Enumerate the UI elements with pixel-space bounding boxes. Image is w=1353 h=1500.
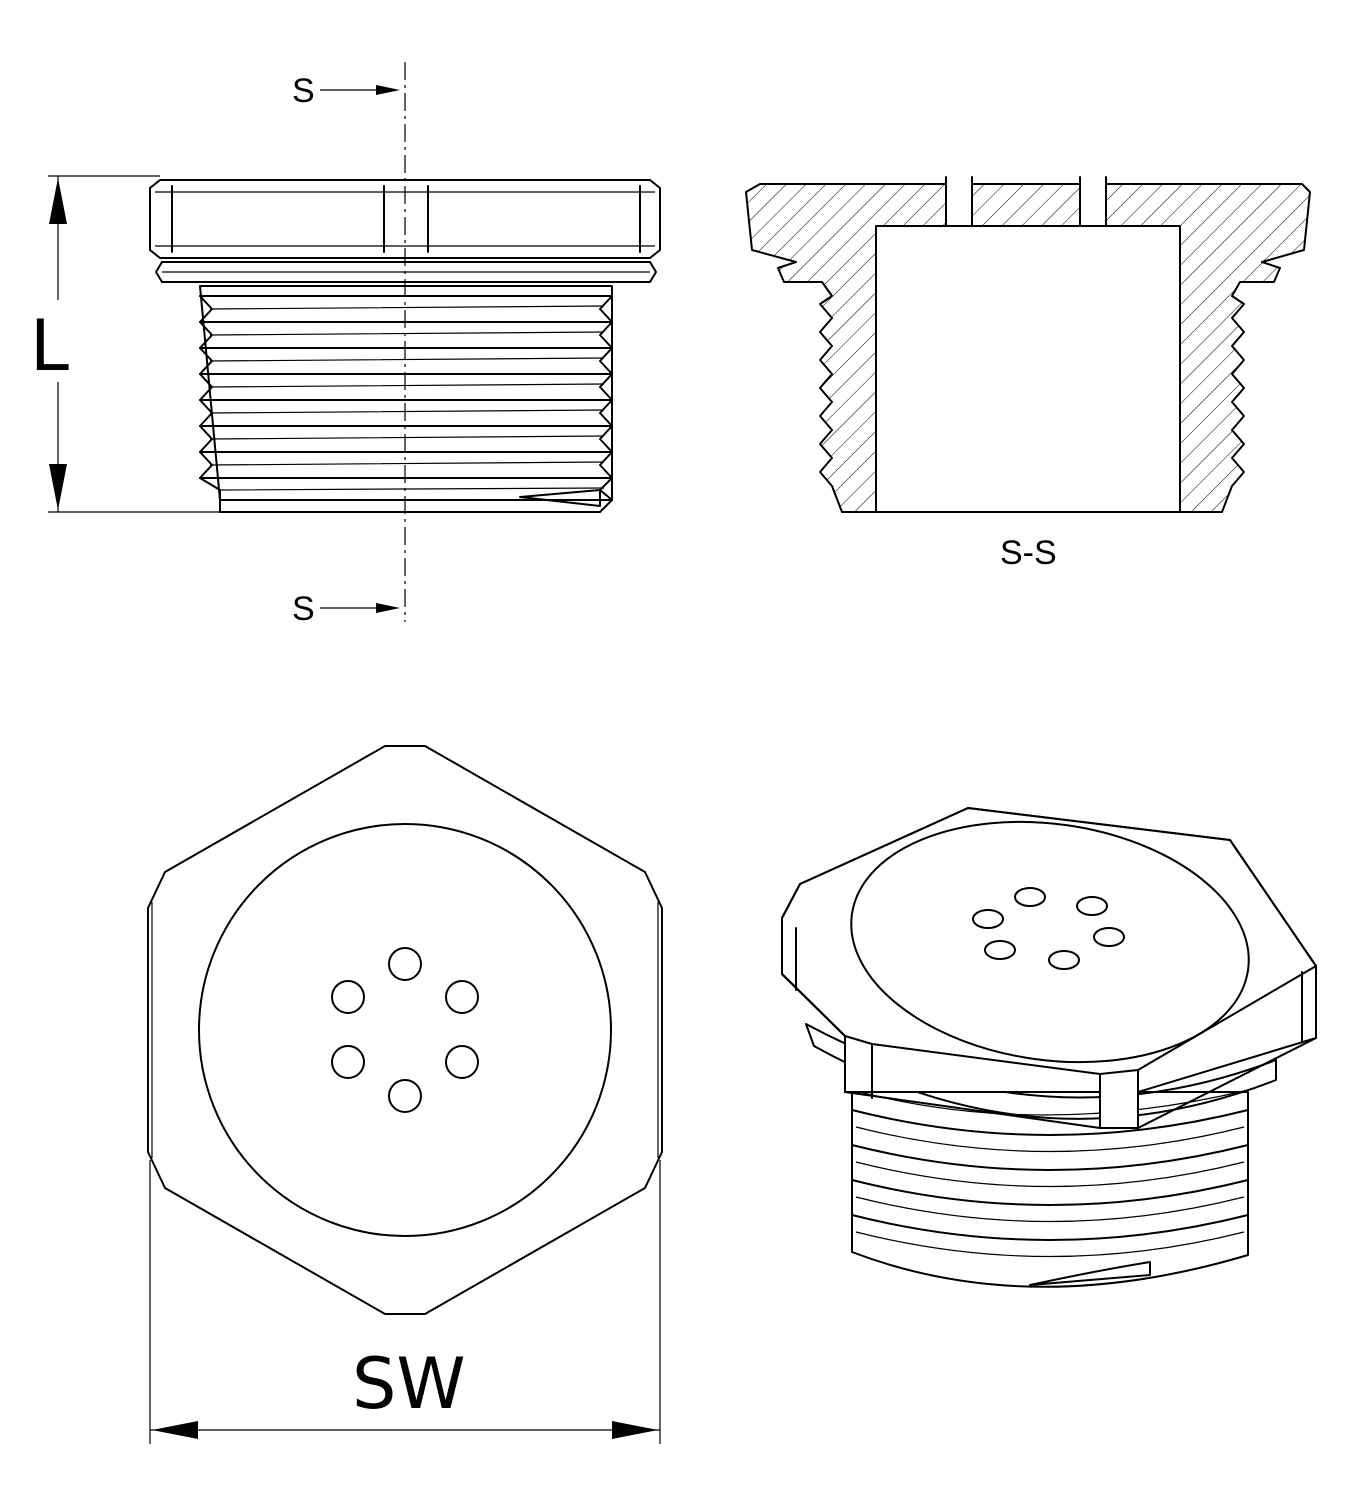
thread-profile [199,285,613,513]
isometric-view [781,807,1317,1288]
dimension-width: SW [149,1160,661,1444]
section-view-label: S-S [1000,534,1057,572]
dimension-length-label: L [30,305,69,387]
top-view: SW [147,745,663,1444]
section-arrow-bottom: S [292,590,400,628]
section-marker-top: S [292,72,315,110]
section-view: S-S [745,176,1311,572]
section-arrow-top: S [292,72,400,110]
dimension-width-label: SW [352,1343,466,1425]
section-marker-bottom: S [292,590,315,628]
vent-holes-iso [972,887,1125,970]
dimension-length: L [30,175,220,513]
vent-holes [331,947,479,1113]
front-view: S S L [30,62,661,628]
